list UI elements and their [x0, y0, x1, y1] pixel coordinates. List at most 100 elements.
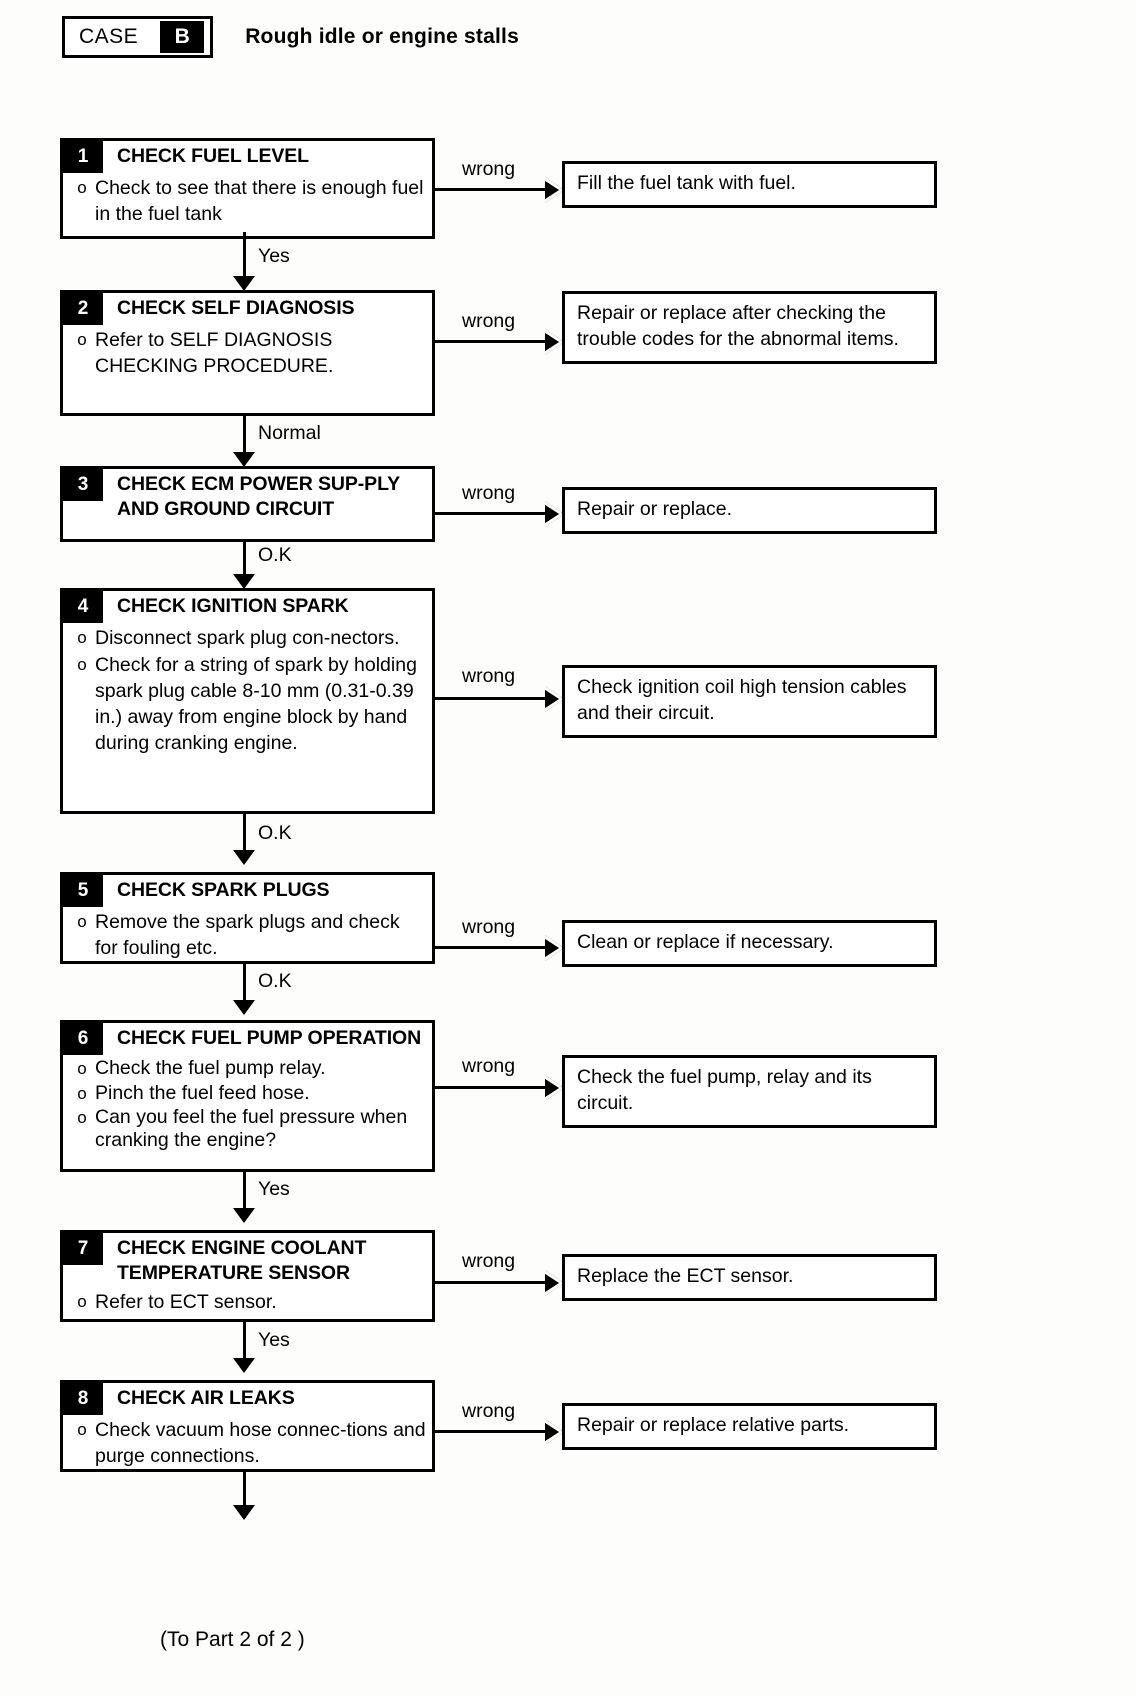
branch-arrow-6 — [545, 1075, 564, 1101]
connector-label-7: Yes — [258, 1329, 290, 1351]
case-badge: CASE B — [62, 16, 214, 58]
step-5-title: CHECK SPARK PLUGS — [117, 879, 330, 901]
step-6-bullet-0-text: Check the fuel pump relay. — [95, 1057, 326, 1079]
step-5-bullet-0: o Remove the spark plugs and check for f… — [69, 910, 426, 962]
connector-arrow-2 — [233, 452, 255, 467]
step-box-7: 7 CHECK ENGINE COOLANT TEMPERATURE SENSO… — [60, 1230, 435, 1322]
branch-arrow-2 — [545, 329, 564, 355]
step-8-number: 8 — [63, 1383, 103, 1415]
result-box-6: Check the fuel pump, relay and its circu… — [562, 1055, 937, 1128]
result-box-5: Clean or replace if necessary. — [562, 920, 937, 967]
step-1-title: CHECK FUEL LEVEL — [117, 145, 309, 167]
result-box-3: Repair or replace. — [562, 487, 937, 534]
connector-label-4: O.K — [258, 822, 292, 844]
step-box-5: 5 CHECK SPARK PLUGS o Remove the spark p… — [60, 872, 435, 964]
branch-line-4 — [435, 697, 563, 700]
step-5-head: 5 CHECK SPARK PLUGS — [63, 875, 432, 907]
step-1-number: 1 — [63, 141, 103, 173]
connector-line-8 — [243, 1472, 246, 1518]
branch-arrow-5 — [545, 935, 564, 961]
result-box-8: Repair or replace relative parts. — [562, 1403, 937, 1450]
step-box-1: 1 CHECK FUEL LEVEL o Check to see that t… — [60, 138, 435, 239]
result-box-4: Check ignition coil high tension cables … — [562, 665, 937, 738]
step-3-number: 3 — [63, 469, 103, 501]
step-box-4: 4 CHECK IGNITION SPARK o Disconnect spar… — [60, 588, 435, 814]
branch-line-1 — [435, 188, 563, 191]
step-4-body: o Disconnect spark plug con-nectors. o C… — [63, 623, 432, 765]
step-6-number: 6 — [63, 1023, 103, 1055]
step-5-bullet-0-text: Remove the spark plugs and check for fou… — [95, 911, 400, 959]
bullet-marker-icon: o — [77, 1420, 87, 1439]
connector-arrow-5 — [233, 1000, 255, 1015]
step-6-body: o Check the fuel pump relay. o Pinch the… — [63, 1055, 432, 1160]
step-8-body: o Check vacuum hose connec-tions and pur… — [63, 1415, 432, 1478]
branch-label-3: wrong — [462, 482, 516, 504]
step-4-number: 4 — [63, 591, 103, 623]
step-4-bullet-0: o Disconnect spark plug con-nectors. — [69, 626, 426, 652]
branch-line-2 — [435, 340, 563, 343]
result-box-1: Fill the fuel tank with fuel. — [562, 161, 937, 208]
step-3-head: 3 CHECK ECM POWER SUP-PLY AND GROUND CIR… — [63, 469, 432, 523]
step-6-title: CHECK FUEL PUMP OPERATION — [117, 1027, 422, 1049]
step-1-head: 1 CHECK FUEL LEVEL — [63, 141, 432, 173]
branch-arrow-7 — [545, 1270, 564, 1296]
connector-arrow-3 — [233, 574, 255, 589]
connector-arrow-8 — [233, 1505, 255, 1520]
step-6-bullet-2: o Can you feel the fuel pressure when cr… — [69, 1106, 426, 1152]
step-6-bullet-2-text: Can you feel the fuel pressure when cran… — [95, 1106, 408, 1152]
bullet-marker-icon: o — [77, 1291, 87, 1311]
connector-label-5: O.K — [258, 970, 292, 992]
step-box-8: 8 CHECK AIR LEAKS o Check vacuum hose co… — [60, 1380, 435, 1472]
step-4-head: 4 CHECK IGNITION SPARK — [63, 591, 432, 623]
branch-arrow-8 — [545, 1419, 564, 1445]
branch-line-5 — [435, 946, 563, 949]
step-6-bullet-1: o Pinch the fuel feed hose. — [69, 1082, 426, 1107]
step-1-body: o Check to see that there is enough fuel… — [63, 173, 432, 236]
step-5-body: o Remove the spark plugs and check for f… — [63, 907, 432, 970]
branch-arrow-3 — [545, 501, 564, 527]
step-box-6: 6 CHECK FUEL PUMP OPERATION o Check the … — [60, 1020, 435, 1172]
step-4-bullet-0-text: Disconnect spark plug con-nectors. — [95, 627, 400, 649]
step-7-title: CHECK ENGINE COOLANT TEMPERATURE SENSOR — [117, 1237, 367, 1285]
step-6-bullet-0: o Check the fuel pump relay. — [69, 1057, 426, 1082]
bullet-marker-icon: o — [77, 1059, 87, 1078]
connector-arrow-7 — [233, 1358, 255, 1373]
case-label: CASE — [79, 25, 139, 48]
branch-line-7 — [435, 1281, 563, 1284]
branch-label-2: wrong — [462, 310, 516, 332]
step-6-bullet-1-text: Pinch the fuel feed hose. — [95, 1081, 310, 1104]
branch-label-5: wrong — [462, 916, 516, 938]
step-8-head: 8 CHECK AIR LEAKS — [63, 1383, 432, 1415]
step-8-title: CHECK AIR LEAKS — [117, 1387, 295, 1409]
branch-label-7: wrong — [462, 1250, 516, 1272]
connector-line-4 — [243, 814, 246, 862]
step-2-number: 2 — [63, 293, 103, 325]
connector-label-2: Normal — [258, 422, 321, 444]
bullet-marker-icon: o — [77, 330, 87, 349]
branch-line-6 — [435, 1086, 563, 1089]
step-7-bullet-0-text: Refer to ECT sensor. — [95, 1290, 277, 1313]
connector-line-6 — [243, 1172, 246, 1220]
step-4-title: CHECK IGNITION SPARK — [117, 595, 349, 617]
step-6-head: 6 CHECK FUEL PUMP OPERATION — [63, 1023, 432, 1055]
branch-line-3 — [435, 512, 563, 515]
bullet-marker-icon: o — [77, 1108, 87, 1128]
bullet-marker-icon: o — [77, 654, 87, 674]
step-1-bullet-0: o Check to see that there is enough fuel… — [69, 176, 426, 228]
branch-arrow-1 — [545, 177, 564, 203]
connector-label-1: Yes — [258, 245, 290, 267]
connector-line-1 — [243, 232, 246, 288]
branch-line-8 — [435, 1430, 563, 1433]
step-8-bullet-0: o Check vacuum hose connec-tions and pur… — [69, 1418, 426, 1470]
bullet-marker-icon: o — [77, 628, 87, 647]
branch-label-4: wrong — [462, 665, 516, 687]
page-title: Rough idle or engine stalls — [245, 25, 519, 48]
branch-label-8: wrong — [462, 1400, 516, 1422]
step-box-2: 2 CHECK SELF DIAGNOSIS o Refer to SELF D… — [60, 290, 435, 416]
result-box-2: Repair or replace after checking the tro… — [562, 291, 937, 364]
connector-arrow-4 — [233, 850, 255, 865]
step-2-head: 2 CHECK SELF DIAGNOSIS — [63, 293, 432, 325]
step-box-3: 3 CHECK ECM POWER SUP-PLY AND GROUND CIR… — [60, 466, 435, 542]
continuation-note: (To Part 2 of 2 ) — [160, 1628, 305, 1651]
step-1-bullet-0-text: Check to see that there is enough fuel i… — [95, 177, 424, 225]
